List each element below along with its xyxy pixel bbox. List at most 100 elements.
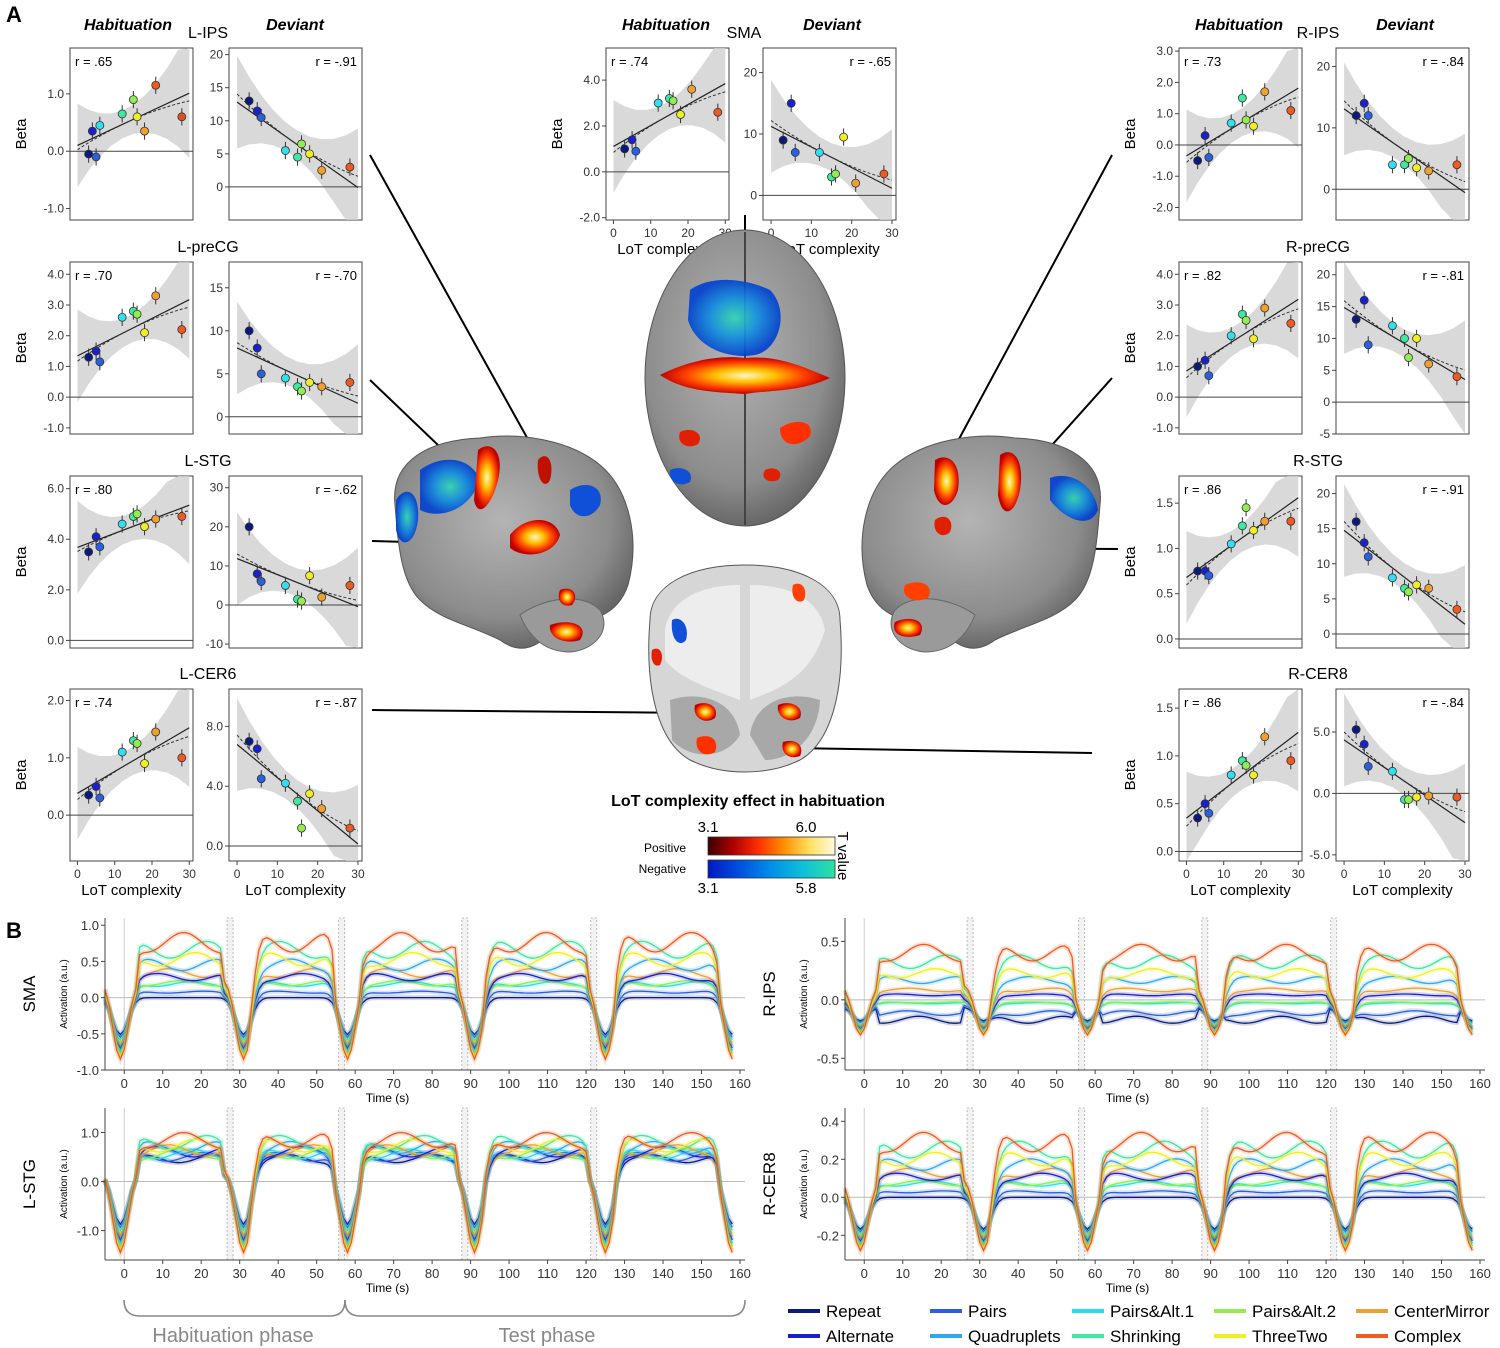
fit-curve bbox=[1343, 100, 1466, 183]
phase-label-test: Test phase bbox=[499, 1325, 596, 1347]
x-tick-label: 100 bbox=[498, 1266, 520, 1281]
y-tick-label: -0.5 bbox=[77, 1027, 99, 1042]
data-point bbox=[132, 509, 142, 519]
y-tick-label: 4.0 bbox=[1156, 267, 1173, 281]
data-point bbox=[345, 377, 355, 387]
data-point bbox=[297, 139, 306, 149]
fit-curve bbox=[77, 100, 190, 151]
data-point bbox=[1452, 372, 1462, 382]
confidence-band bbox=[1344, 693, 1465, 861]
x-tick-label: 30 bbox=[972, 1076, 986, 1091]
data-point bbox=[151, 80, 161, 90]
y-tick-label: 0.0 bbox=[47, 808, 64, 822]
x-axis-label: Time (s) bbox=[1106, 1281, 1150, 1295]
timecourse-line bbox=[104, 990, 733, 1039]
y-tick-label: 0.0 bbox=[1156, 138, 1173, 152]
data-point bbox=[244, 96, 254, 106]
timecourse-line bbox=[844, 975, 1473, 1032]
data-point bbox=[305, 789, 315, 799]
y-tick-label: 3.0 bbox=[47, 298, 64, 312]
timecourse-line bbox=[844, 1001, 1473, 1025]
data-point bbox=[1286, 319, 1296, 328]
data-point bbox=[879, 169, 889, 179]
x-tick-label: 120 bbox=[1315, 1076, 1337, 1091]
x-tick-label: 160 bbox=[729, 1266, 751, 1281]
y-tick-label: 3.0 bbox=[1156, 44, 1173, 58]
y-tick-label: 2.0 bbox=[47, 329, 64, 343]
x-tick-label: 110 bbox=[1277, 1076, 1298, 1091]
y-axis-label: Activation (a.u.) bbox=[59, 1149, 70, 1218]
x-axis-label: LoT complexity bbox=[81, 882, 182, 899]
data-point bbox=[1388, 766, 1397, 776]
timecourse-line bbox=[844, 943, 1473, 1037]
confidence-band bbox=[237, 512, 358, 648]
x-tick-label: 20 bbox=[311, 867, 325, 881]
x-tick-label: 70 bbox=[386, 1266, 400, 1281]
data-point bbox=[1286, 756, 1296, 766]
correlation-label: r = -.84 bbox=[1422, 695, 1464, 710]
confidence-band bbox=[771, 80, 892, 220]
x-tick-label: 110 bbox=[537, 1266, 558, 1281]
y-tick-label: 1.0 bbox=[81, 918, 99, 933]
region-title-r-cer8: R-CER8 bbox=[1288, 666, 1348, 683]
data-point bbox=[1260, 87, 1270, 97]
fit-curve bbox=[1343, 300, 1466, 371]
y-tick-label: 15 bbox=[210, 81, 224, 95]
y-tick-label: -1.0 bbox=[43, 202, 64, 216]
region-title-l-precg: L-preCG bbox=[177, 239, 238, 256]
data-point bbox=[1404, 353, 1413, 362]
x-tick-label: 30 bbox=[1458, 867, 1472, 881]
header-habituation-right: Habituation bbox=[1195, 17, 1283, 34]
fit-curve bbox=[1186, 96, 1299, 163]
data-point bbox=[1200, 355, 1210, 365]
timecourse-line bbox=[104, 931, 733, 1061]
y-tick-label: 0.5 bbox=[821, 934, 839, 949]
data-point bbox=[778, 135, 788, 145]
y-tick-label: 5 bbox=[216, 367, 223, 381]
x-axis-label: LoT complexity bbox=[1352, 882, 1453, 899]
data-point bbox=[1424, 791, 1434, 801]
confidence-band bbox=[1344, 262, 1465, 434]
x-tick-label: 100 bbox=[1238, 1266, 1260, 1281]
data-point bbox=[95, 121, 105, 130]
data-point bbox=[317, 804, 327, 814]
data-point bbox=[95, 357, 105, 367]
data-point bbox=[177, 325, 187, 334]
data-point bbox=[1260, 303, 1270, 313]
data-point bbox=[1237, 521, 1247, 531]
y-axis-label: Beta bbox=[13, 546, 30, 578]
correlation-label: r = -.91 bbox=[1422, 482, 1464, 497]
legend-item: Pairs bbox=[930, 1302, 1007, 1321]
timecourse-line bbox=[844, 1172, 1473, 1243]
data-point bbox=[95, 793, 105, 803]
data-point bbox=[1200, 799, 1210, 809]
y-tick-label: -1.0 bbox=[77, 1224, 99, 1239]
confidence-band bbox=[1186, 476, 1299, 624]
data-point bbox=[128, 95, 138, 104]
data-point bbox=[676, 110, 685, 119]
x-tick-label: 0 bbox=[74, 867, 81, 881]
x-tick-label: 70 bbox=[386, 1076, 400, 1091]
y-tick-label: -1.0 bbox=[77, 1063, 99, 1078]
data-point bbox=[1400, 334, 1409, 343]
y-tick-label: 20 bbox=[210, 520, 224, 534]
y-tick-label: 5.0 bbox=[1313, 725, 1330, 739]
y-tick-label: 0.0 bbox=[821, 1190, 839, 1205]
data-point bbox=[620, 144, 630, 154]
y-tick-label: 10 bbox=[210, 324, 224, 338]
y-tick-label: 10 bbox=[1317, 121, 1331, 135]
data-point bbox=[305, 149, 315, 159]
data-point bbox=[1412, 334, 1422, 343]
block-boundary bbox=[1078, 917, 1086, 1071]
header-deviant-left: Deviant bbox=[266, 17, 324, 34]
y-axis-label: Beta bbox=[1122, 759, 1139, 791]
x-tick-label: 0 bbox=[610, 226, 617, 240]
y-tick-label: 15 bbox=[1317, 300, 1331, 314]
data-point bbox=[1241, 315, 1251, 325]
